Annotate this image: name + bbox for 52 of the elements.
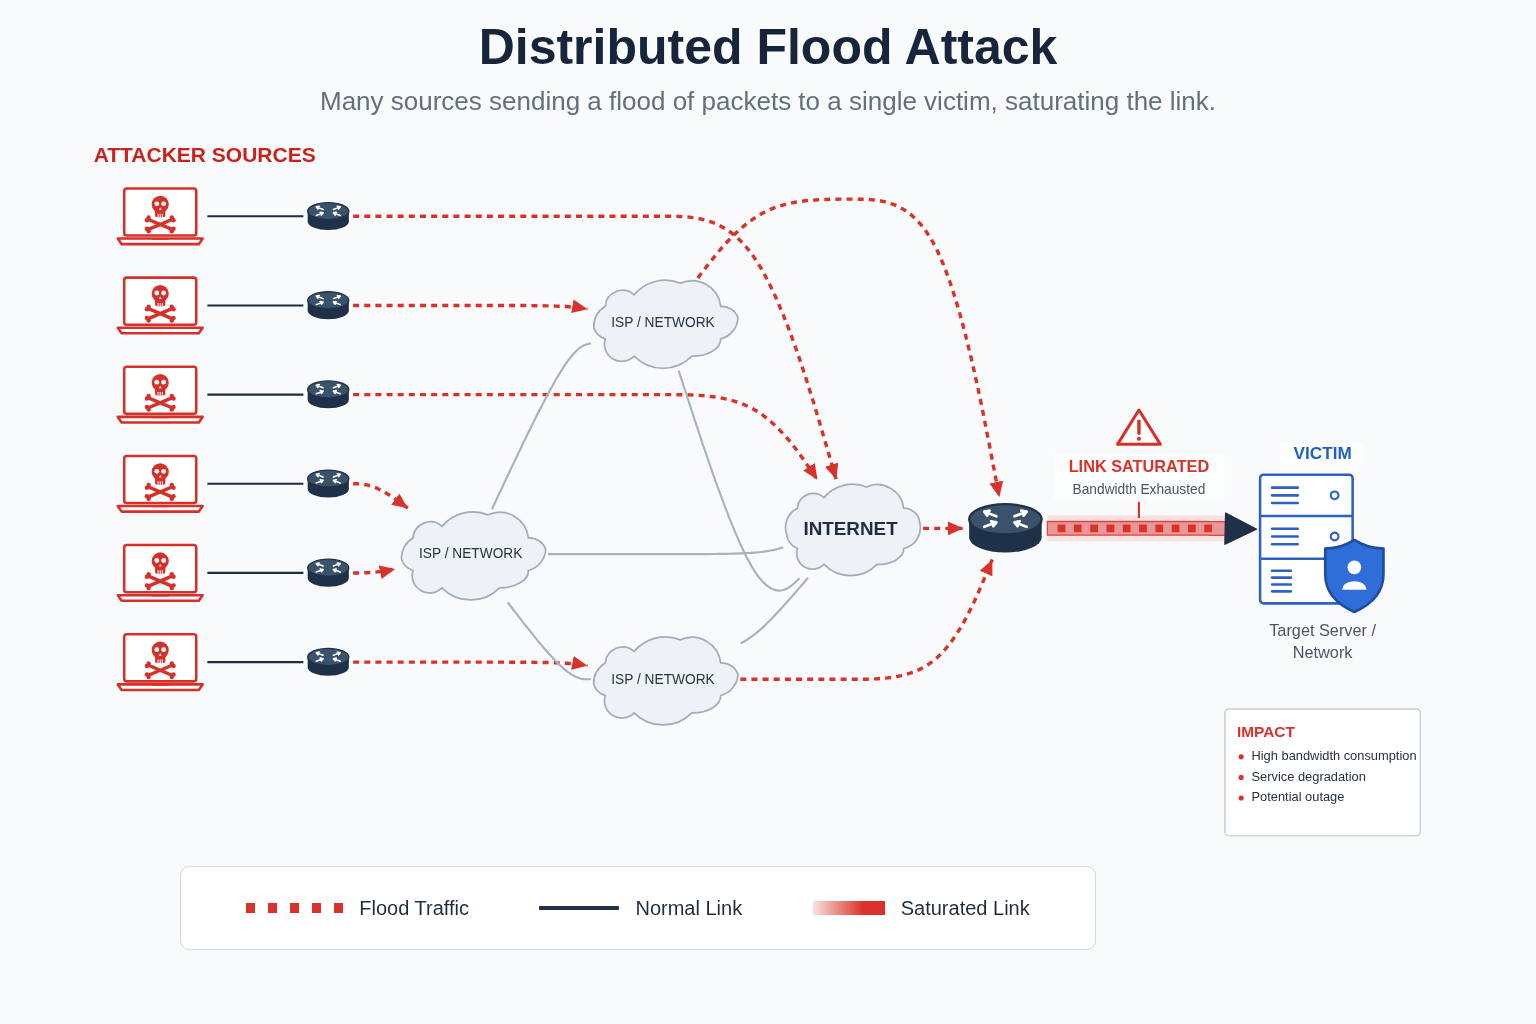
bullet-text: Potential outage bbox=[1251, 789, 1345, 804]
line bbox=[207, 482, 304, 485]
network-cloud: ISP / NETWORK bbox=[592, 279, 739, 370]
bullet-text: High bandwidth consumption bbox=[1251, 748, 1417, 763]
line bbox=[207, 571, 304, 574]
dashed-arrow bbox=[353, 482, 409, 510]
line bbox=[677, 370, 801, 592]
dashed-arrow bbox=[353, 392, 819, 481]
skull-laptop-icon bbox=[115, 542, 205, 603]
network-cloud: ISP / NETWORK bbox=[400, 511, 547, 601]
line bbox=[207, 661, 304, 664]
legend-label: Saturated Link bbox=[900, 896, 1030, 920]
bullet-text: Service degradation bbox=[1251, 768, 1366, 784]
legend-label: Normal Link bbox=[635, 896, 743, 920]
dashed-arrow bbox=[923, 521, 965, 536]
node-heading: VICTIM bbox=[1293, 442, 1352, 465]
skull-laptop-icon bbox=[115, 275, 205, 336]
router-icon bbox=[305, 289, 351, 322]
diagram-title: Distributed Flood Attack bbox=[478, 20, 1058, 75]
dashed-arrow bbox=[353, 565, 396, 579]
thick-arrow bbox=[1046, 512, 1258, 546]
network-cloud: INTERNET bbox=[784, 483, 922, 577]
alert-heading: LINK SATURATED bbox=[1068, 456, 1210, 478]
router-icon bbox=[305, 378, 351, 411]
skull-laptop-icon bbox=[115, 364, 205, 425]
dashed-arrow bbox=[740, 558, 994, 681]
dashed-arrow bbox=[353, 214, 839, 480]
node-caption: Target Server / Network bbox=[1268, 620, 1378, 664]
section-heading: ATTACKER SOURCES bbox=[93, 142, 316, 168]
line bbox=[207, 215, 304, 218]
router-icon bbox=[305, 645, 351, 679]
alert-text: Bandwidth Exhausted bbox=[1072, 480, 1206, 499]
line bbox=[490, 342, 592, 510]
line bbox=[207, 393, 304, 396]
leader-line bbox=[1137, 501, 1140, 519]
dashed-arrow bbox=[696, 197, 1004, 498]
router-icon bbox=[305, 556, 351, 590]
panel-heading: IMPACT bbox=[1236, 722, 1295, 743]
impact-panel bbox=[1224, 708, 1421, 837]
line bbox=[548, 546, 784, 556]
skull-laptop-icon bbox=[115, 453, 205, 514]
line bbox=[207, 304, 304, 307]
diagram-caption: Many sources sending a flood of packets to a single victim, saturating the link. bbox=[320, 86, 1216, 118]
line bbox=[506, 601, 592, 681]
legend-label: Flood Traffic bbox=[359, 896, 469, 920]
line bbox=[740, 577, 809, 645]
router-icon bbox=[305, 200, 351, 233]
skull-laptop-icon bbox=[115, 632, 205, 693]
skull-laptop-icon bbox=[115, 186, 205, 247]
dashed-arrow bbox=[353, 656, 588, 670]
network-cloud: ISP / NETWORK bbox=[592, 636, 739, 726]
dashed-arrow bbox=[353, 299, 588, 314]
